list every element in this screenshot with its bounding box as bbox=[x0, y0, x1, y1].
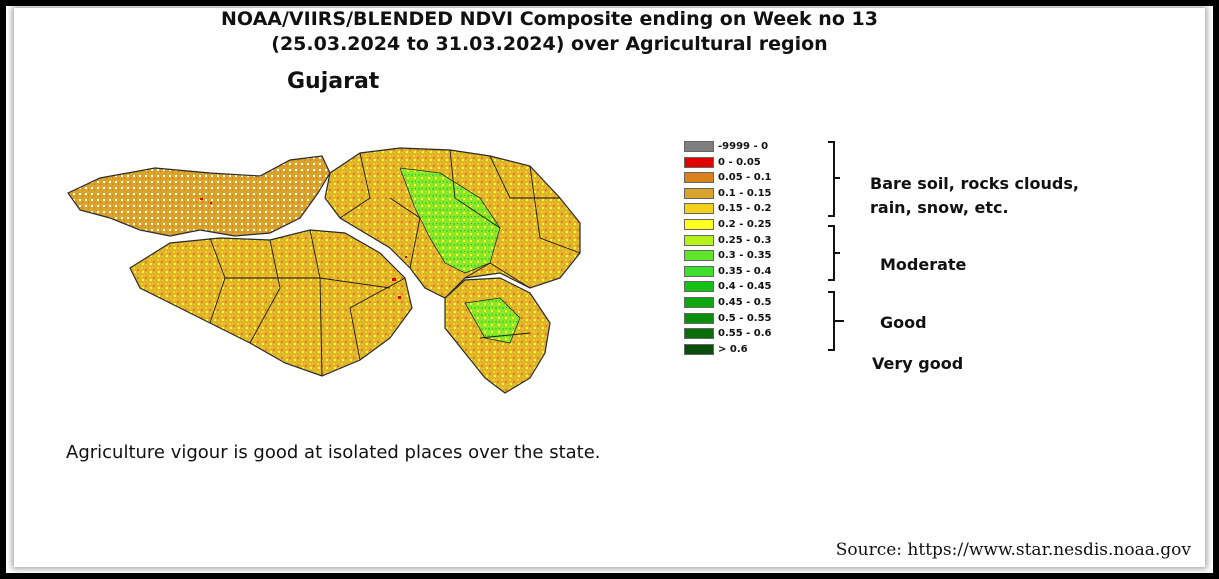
legend-swatch bbox=[684, 156, 714, 168]
legend-swatch bbox=[684, 265, 714, 277]
legend-range-label: 0.2 - 0.25 bbox=[718, 219, 772, 230]
legend-range-label: 0.5 - 0.55 bbox=[718, 312, 772, 324]
vegetation-belt bbox=[399, 167, 501, 274]
legend-swatch bbox=[684, 312, 714, 324]
legend-range-label: 0.4 - 0.45 bbox=[718, 281, 772, 293]
legend-swatch bbox=[684, 141, 714, 152]
legend-swatch bbox=[684, 328, 714, 340]
class-moderate: Moderate bbox=[880, 255, 967, 274]
legend-entry: 0.5 - 0.55 bbox=[684, 312, 844, 326]
bracket-good bbox=[828, 291, 844, 351]
legend-range-label: 0.05 - 0.1 bbox=[718, 172, 772, 184]
legend-entry: 0.35 - 0.4 bbox=[684, 265, 844, 279]
legend-entry: 0.15 - 0.2 bbox=[684, 202, 844, 216]
legend-range-label: 0.35 - 0.4 bbox=[718, 265, 772, 277]
class-bare-soil-line2: rain, snow, etc. bbox=[870, 198, 1009, 217]
kutch-region bbox=[67, 155, 331, 237]
legend-range-label: 0 - 0.05 bbox=[718, 156, 761, 168]
low-ndvi-specks bbox=[200, 198, 407, 299]
legend-entry: 0.3 - 0.35 bbox=[684, 249, 844, 263]
legend-entry: 0.25 - 0.3 bbox=[684, 234, 844, 248]
legend-entry: 0.4 - 0.45 bbox=[684, 280, 844, 294]
legend-swatch bbox=[684, 250, 714, 262]
bracket-moderate bbox=[828, 225, 840, 281]
legend-entry: 0.2 - 0.25 bbox=[684, 218, 844, 232]
map-caption: Agriculture vigour is good at isolated p… bbox=[66, 442, 601, 463]
south-green-patch bbox=[464, 297, 521, 344]
legend-swatch bbox=[684, 219, 714, 230]
legend-swatch bbox=[684, 297, 714, 308]
legend-entry: -9999 - 0 bbox=[684, 140, 844, 154]
class-bare-soil: Bare soil, rocks clouds, rain, snow, etc… bbox=[870, 172, 1079, 220]
bracket-bare-soil bbox=[828, 141, 840, 217]
legend-entry: 0.45 - 0.5 bbox=[684, 296, 844, 310]
legend-entry: 0.05 - 0.1 bbox=[684, 171, 844, 185]
legend-swatch bbox=[684, 203, 714, 215]
class-bare-soil-line1: Bare soil, rocks clouds, bbox=[870, 174, 1079, 193]
class-good: Good bbox=[880, 313, 927, 332]
legend-range-label: 0.25 - 0.3 bbox=[718, 234, 772, 246]
legend-range-label: > 0.6 bbox=[718, 343, 748, 355]
legend-range-label: 0.3 - 0.35 bbox=[718, 250, 772, 262]
legend-entry: 0.1 - 0.15 bbox=[684, 187, 844, 201]
title-line-1: NOAA/VIIRS/BLENDED NDVI Composite ending… bbox=[221, 8, 878, 30]
legend-swatch bbox=[684, 172, 714, 184]
legend-range-label: -9999 - 0 bbox=[718, 141, 769, 152]
state-name: Gujarat bbox=[287, 69, 380, 94]
legend-range-label: 0.15 - 0.2 bbox=[718, 203, 772, 215]
ndvi-map bbox=[67, 147, 581, 394]
legend-entry: 0.55 - 0.6 bbox=[684, 327, 844, 341]
legend-range-label: 0.45 - 0.5 bbox=[718, 297, 772, 308]
legend-swatch bbox=[684, 234, 714, 246]
legend-entry: > 0.6 bbox=[684, 343, 844, 357]
title-line-2: (25.03.2024 to 31.03.2024) over Agricult… bbox=[271, 33, 828, 55]
legend-swatch bbox=[684, 187, 714, 199]
source-credit: Source: https://www.star.nesdis.noaa.gov bbox=[835, 540, 1191, 560]
legend-swatch bbox=[684, 281, 714, 293]
legend-range-label: 0.55 - 0.6 bbox=[718, 328, 772, 340]
legend-range-label: 0.1 - 0.15 bbox=[718, 187, 772, 199]
legend-brackets bbox=[828, 141, 844, 351]
class-very-good: Very good bbox=[872, 354, 964, 373]
legend-entry: 0 - 0.05 bbox=[684, 156, 844, 170]
district-boundaries bbox=[209, 149, 581, 377]
legend-swatch bbox=[684, 343, 714, 355]
saurashtra-region bbox=[129, 229, 413, 377]
